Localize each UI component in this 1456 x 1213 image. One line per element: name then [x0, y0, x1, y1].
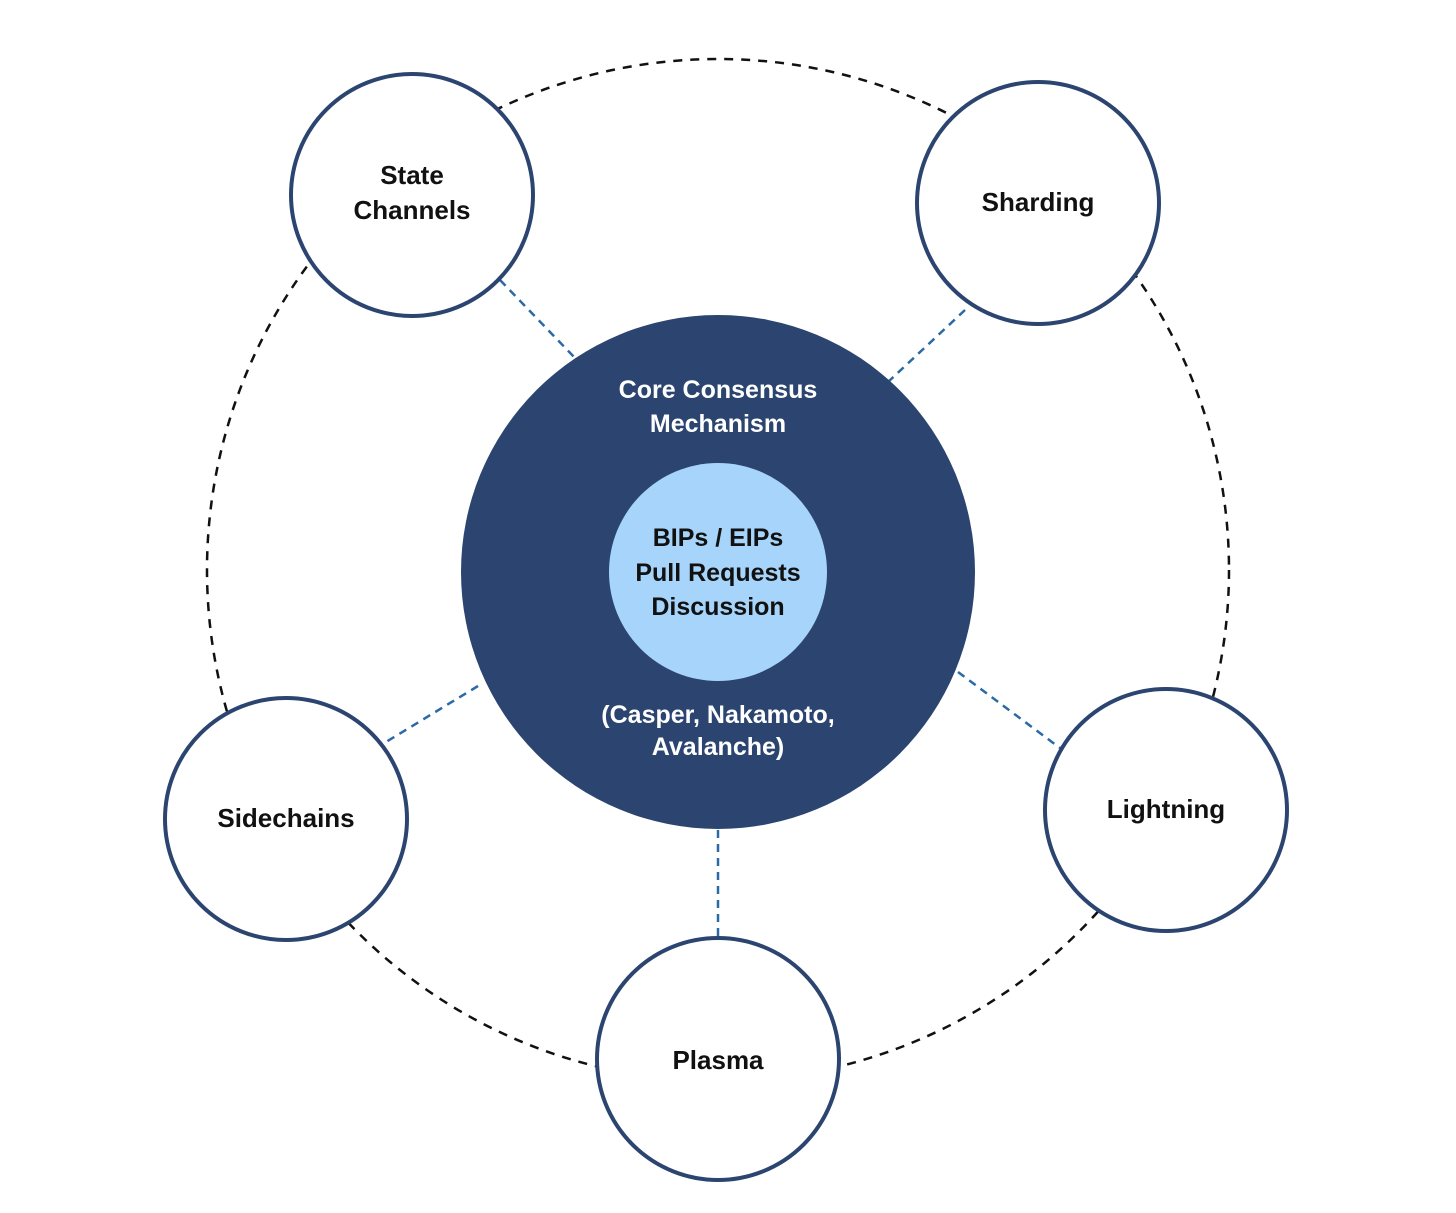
sharding-label: Sharding: [982, 187, 1095, 217]
connector-sharding: [887, 309, 966, 383]
governance-inner-node: BIPs / EIPs Pull Requests Discussion: [609, 463, 827, 681]
node-circle-lightning: [1043, 687, 1289, 933]
connector-lightning: [957, 670, 1061, 750]
core-note-line1: (Casper, Nakamoto,: [601, 701, 834, 729]
inner-circle: [609, 463, 827, 681]
core-title-line2: Mechanism: [650, 410, 786, 438]
state-channels-label-line2: Channels: [353, 195, 470, 225]
connector-state-channels: [499, 279, 576, 359]
node-circle-plasma: [595, 936, 841, 1182]
core-note-line2: Avalanche): [652, 733, 784, 761]
connector-sidechains: [385, 684, 479, 744]
inner-line3: Discussion: [651, 593, 784, 621]
node-lightning: Lightning: [1043, 687, 1289, 933]
node-circle-sharding: [915, 80, 1161, 326]
node-state-channels: State Channels: [289, 72, 535, 318]
lightning-label: Lightning: [1107, 794, 1225, 824]
state-channels-label-line1: State: [380, 160, 444, 190]
inner-line1: BIPs / EIPs: [653, 524, 784, 552]
node-sidechains: Sidechains: [163, 696, 409, 942]
plasma-label: Plasma: [672, 1045, 764, 1075]
node-circle-state-channels: [289, 72, 535, 318]
node-sharding: Sharding: [915, 80, 1161, 326]
inner-line2: Pull Requests: [635, 559, 800, 587]
core-title-line1: Core Consensus: [619, 376, 818, 404]
node-plasma: Plasma: [595, 936, 841, 1182]
sidechains-label: Sidechains: [217, 803, 354, 833]
node-circle-sidechains: [163, 696, 409, 942]
